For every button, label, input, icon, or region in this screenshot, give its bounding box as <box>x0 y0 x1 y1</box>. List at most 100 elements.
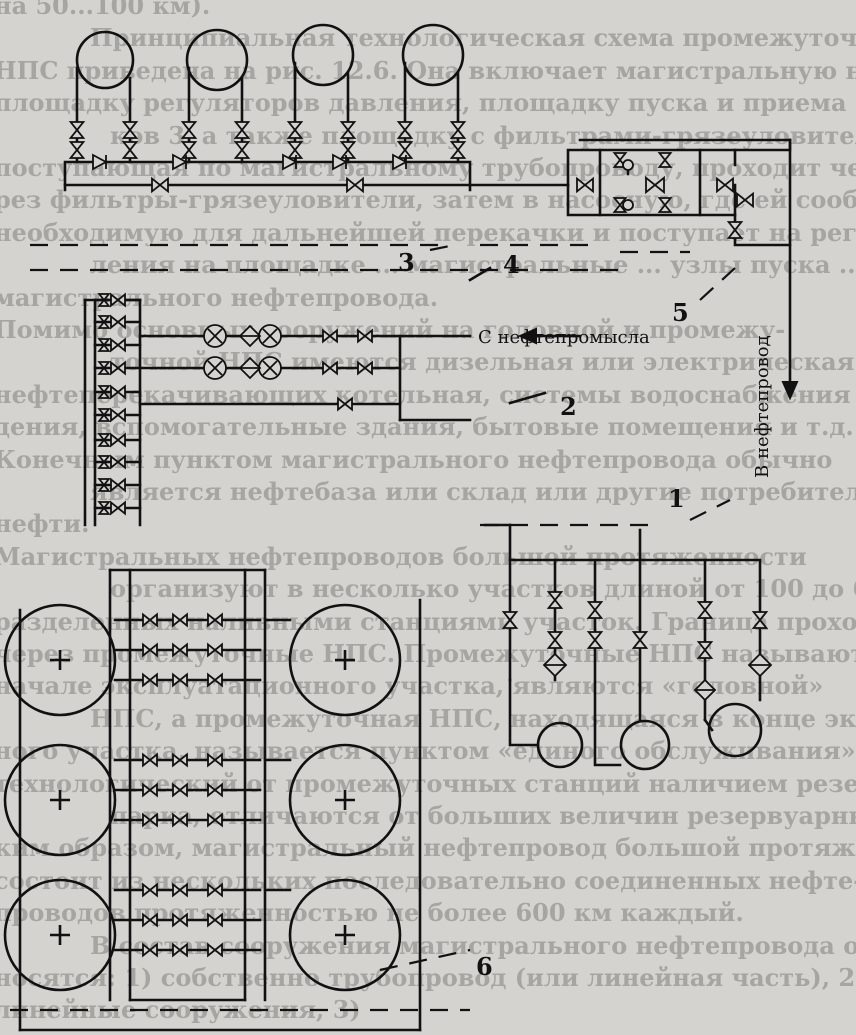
gate-valve <box>207 672 223 688</box>
gate-valve <box>337 396 353 412</box>
dashed-boundary <box>429 243 456 252</box>
gate-valve <box>121 141 139 159</box>
valves <box>68 121 773 958</box>
gate-valve <box>207 612 223 628</box>
pipe-line <box>508 523 762 702</box>
gate-valve <box>142 882 158 898</box>
background-text-line: площадку регуляторов давления, площадку … <box>0 88 856 118</box>
gate-valve <box>110 432 126 448</box>
gate-valve <box>172 912 188 928</box>
gate-valve <box>97 478 111 492</box>
gate-valve <box>322 360 338 376</box>
gate-valve <box>357 360 373 376</box>
pipe-line <box>733 213 792 247</box>
storage-tank <box>3 603 117 717</box>
gate-valve <box>110 314 126 330</box>
gate-valve <box>142 912 158 928</box>
gate-valve <box>736 191 754 209</box>
gate-valve <box>546 631 564 649</box>
pressure-gauge <box>622 159 634 171</box>
centrifugal-pump <box>401 23 465 87</box>
gate-valve <box>172 642 188 658</box>
gate-valve <box>546 591 564 609</box>
check-valve <box>392 153 408 171</box>
gate-valve <box>286 141 304 159</box>
background-text-line: организуют в несколько участков длиной о… <box>110 574 856 604</box>
gate-valve <box>142 812 158 828</box>
background-text-line: на 50...100 км). <box>0 0 211 20</box>
background-text-line: ков 3, а также площадку с фильтрами-гряз… <box>110 120 856 150</box>
background-text-line: начале эксплуатационного участка, являют… <box>0 671 824 701</box>
background-text-line: ким образом, магистральный нефтепровод б… <box>0 833 856 863</box>
gate-valve <box>172 882 188 898</box>
label-1: 1 <box>668 484 685 513</box>
gate-valve <box>151 176 169 194</box>
background-text-line: поступающая по магистральному трубопрово… <box>0 153 856 182</box>
storage-tank <box>288 878 402 992</box>
tank-plus <box>50 790 70 810</box>
gate-valve <box>716 176 734 194</box>
background-text-line: Магистральных нефтепроводов большой прот… <box>0 541 807 571</box>
gate-valve <box>97 361 111 375</box>
check-valve <box>172 153 188 171</box>
gate-valve <box>346 176 364 194</box>
gate-valve <box>631 631 649 649</box>
gate-valve <box>142 752 158 768</box>
gate-valve <box>207 912 223 928</box>
gate-valve <box>339 141 357 159</box>
flowmeter-cross <box>207 360 223 376</box>
tank-plus <box>50 925 70 945</box>
gate-valve <box>322 328 338 344</box>
dashed-boundary <box>699 267 736 301</box>
gate-valve <box>110 292 126 308</box>
pipe-line <box>593 718 622 767</box>
storage-tank <box>288 603 402 717</box>
background-text-line: магистрального нефтепровода. <box>0 282 439 312</box>
gate-valve <box>657 152 673 168</box>
gate-valve <box>726 221 744 239</box>
centrifugal-pump <box>185 28 249 92</box>
centrifugal-pump <box>619 719 671 771</box>
gate-valve <box>449 121 467 139</box>
gate-valve <box>97 315 111 329</box>
flowmeter-cross <box>262 360 278 376</box>
gate-valve <box>357 328 373 344</box>
storage-tank <box>3 743 117 857</box>
gate-valve <box>696 641 714 659</box>
gate-valve <box>180 121 198 139</box>
pipe-line <box>566 183 737 217</box>
label-3: 3 <box>398 248 415 277</box>
background-text-line: точной НПС имеются дизельная или электри… <box>110 347 856 377</box>
background-text-line: нефти. <box>0 509 90 539</box>
gate-valve <box>142 672 158 688</box>
pipe-line <box>733 138 792 152</box>
gate-valve <box>207 782 223 798</box>
storage-tank <box>3 878 117 992</box>
pressure-gauge <box>622 199 634 211</box>
pipe-line <box>63 160 472 192</box>
gate-valve <box>576 176 594 194</box>
gate-valve <box>110 384 126 400</box>
gate-valve <box>68 121 86 139</box>
background-text-line: парка, отличаются от больших величин рез… <box>110 801 856 830</box>
flow-arrow <box>517 327 537 345</box>
gate-valve <box>207 942 223 958</box>
gate-valve <box>97 408 111 422</box>
tank-plus <box>335 790 355 810</box>
storage-tank <box>288 743 402 857</box>
gate-valve <box>110 337 126 353</box>
tank-farm <box>3 603 402 992</box>
centrifugal-pump <box>707 702 763 758</box>
gate-valve <box>110 500 126 516</box>
label-4: 4 <box>503 250 520 279</box>
check-valve <box>282 153 298 171</box>
pipelines <box>18 61 792 1032</box>
gate-valve <box>121 121 139 139</box>
gate-valve <box>142 612 158 628</box>
gate-valve <box>172 812 188 828</box>
gate-valve <box>142 782 158 798</box>
centrifugal-pump <box>75 30 135 90</box>
